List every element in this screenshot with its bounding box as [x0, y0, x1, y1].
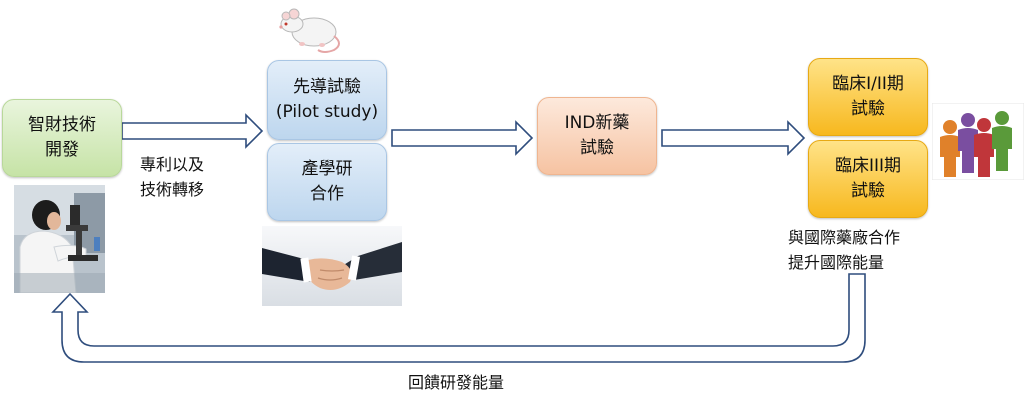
box-ip-development: 智財技術 開發 — [2, 99, 122, 177]
people-group-icon — [932, 103, 1024, 180]
label-patent-transfer: 專利以及 技術轉移 — [140, 155, 205, 199]
box-clinical-phase-1-2: 臨床I/II期 試驗 — [808, 58, 928, 136]
arrow-ind-to-clinical — [661, 120, 806, 156]
box-industry-collaboration: 產學研 合作 — [267, 143, 387, 221]
arrow-ip-to-pilot — [121, 113, 264, 149]
mouse-icon — [278, 0, 344, 58]
researcher-microscope-icon — [14, 185, 105, 293]
box-pilot-study: 先導試驗 (Pilot study) — [267, 60, 387, 140]
arrow-feedback-loop — [51, 273, 866, 363]
handshake-icon — [262, 226, 402, 306]
arrow-pilot-to-ind — [391, 120, 534, 156]
label-feedback: 回饋研發能量 — [408, 373, 505, 392]
box-ind-trial: IND新藥 試驗 — [537, 97, 657, 175]
box-clinical-phase-3: 臨床III期 試驗 — [808, 140, 928, 218]
label-pharma-collaboration: 與國際藥廠合作 提升國際能量 — [788, 228, 901, 272]
